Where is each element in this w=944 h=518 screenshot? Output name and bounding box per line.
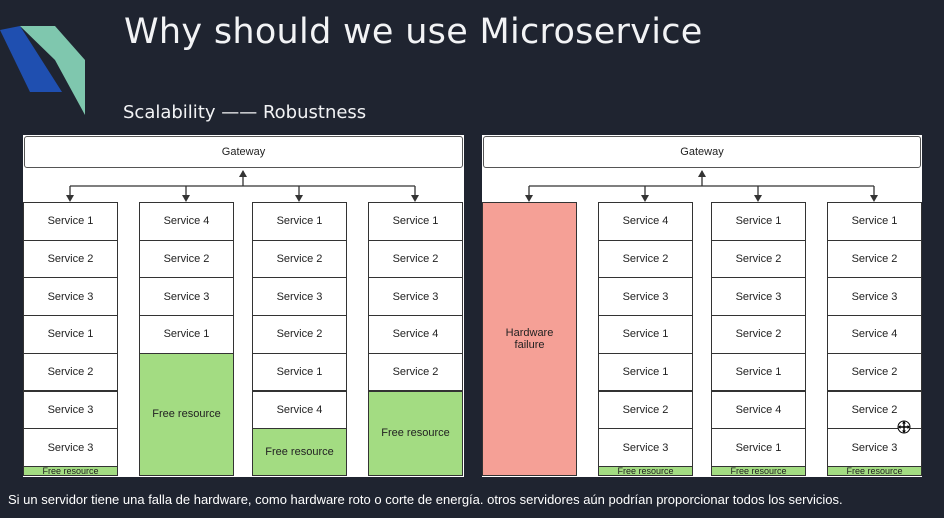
- arrow-down-icon: [525, 195, 533, 202]
- service-cell: Service 4: [252, 390, 347, 430]
- hardware-failure-block: Hardware failure: [482, 202, 577, 476]
- arrow-down-icon: [182, 195, 190, 202]
- arrow-up-icon: [698, 170, 706, 177]
- service-cell: Service 2: [23, 352, 118, 392]
- service-cell: Service 2: [827, 352, 922, 392]
- slide-title: Why should we use Microservice: [124, 12, 703, 52]
- service-cell: Service 2: [368, 239, 463, 279]
- free-resource-block: Free resource: [827, 465, 922, 476]
- service-cell: Service 2: [827, 239, 922, 279]
- service-cell: Service 2: [139, 239, 234, 279]
- arrow-down-icon: [870, 195, 878, 202]
- service-cell: Service 2: [23, 239, 118, 279]
- service-cell: Service 1: [827, 202, 922, 241]
- service-cell: Service 4: [139, 202, 234, 241]
- service-cell: Service 3: [827, 277, 922, 317]
- service-cell: Service 3: [252, 277, 347, 317]
- service-cell: Service 2: [368, 352, 463, 392]
- service-cell: Service 1: [598, 352, 693, 392]
- service-cell: Service 3: [711, 277, 806, 317]
- arrow-down-icon: [411, 195, 419, 202]
- free-resource-block: Free resource: [139, 352, 234, 476]
- free-resource-block: Free resource: [252, 428, 347, 476]
- logo-teal-shape: [0, 26, 85, 115]
- gateway-connectors: [525, 170, 878, 202]
- service-cell: Service 1: [711, 428, 806, 467]
- arrow-down-icon: [641, 195, 649, 202]
- service-cell: Service 4: [827, 315, 922, 354]
- gateway-box: Gateway: [483, 136, 921, 168]
- slide-subtitle: Scalability —— Robustness: [123, 102, 367, 123]
- service-cell: Service 1: [711, 202, 806, 241]
- free-resource-block: Free resource: [598, 465, 693, 476]
- slide-caption: Si un servidor tiene una falla de hardwa…: [8, 492, 843, 507]
- gateway-box: Gateway: [24, 136, 463, 168]
- service-cell: Service 3: [139, 277, 234, 317]
- arrow-down-icon: [66, 195, 74, 202]
- service-cell: Service 1: [711, 352, 806, 392]
- arrow-up-icon: [239, 170, 247, 177]
- service-cell: Service 1: [252, 202, 347, 241]
- service-cell: Service 1: [598, 315, 693, 354]
- service-cell: Service 1: [139, 315, 234, 354]
- service-cell: Service 1: [23, 315, 118, 354]
- free-resource-block: Free resource: [23, 465, 118, 476]
- arrow-down-icon: [295, 195, 303, 202]
- gateway-connectors: [66, 170, 419, 202]
- arrow-down-icon: [754, 195, 762, 202]
- service-cell: Service 1: [252, 352, 347, 392]
- service-cell: Service 3: [23, 428, 118, 467]
- service-cell: Service 2: [711, 315, 806, 354]
- free-resource-block: Free resource: [711, 465, 806, 476]
- failed-server-column: Hardware failure: [482, 202, 577, 476]
- slide-logo: [0, 26, 85, 115]
- move-cursor-icon: [897, 420, 911, 434]
- service-cell: Service 2: [711, 239, 806, 279]
- service-cell: Service 4: [598, 202, 693, 241]
- service-cell: Service 1: [23, 202, 118, 241]
- service-cell: Service 2: [598, 239, 693, 279]
- service-cell: Service 4: [368, 315, 463, 354]
- service-cell: Service 3: [23, 390, 118, 430]
- service-cell: Service 2: [252, 239, 347, 279]
- service-cell: Service 3: [368, 277, 463, 317]
- service-cell: Service 3: [23, 277, 118, 317]
- logo-blue-shape: [0, 26, 62, 92]
- service-cell: Service 4: [711, 390, 806, 430]
- service-cell: Service 2: [598, 390, 693, 430]
- service-cell: Service 2: [252, 315, 347, 354]
- service-cell: Service 3: [598, 277, 693, 317]
- free-resource-block: Free resource: [368, 390, 463, 476]
- service-cell: Service 1: [368, 202, 463, 241]
- service-cell: Service 3: [598, 428, 693, 467]
